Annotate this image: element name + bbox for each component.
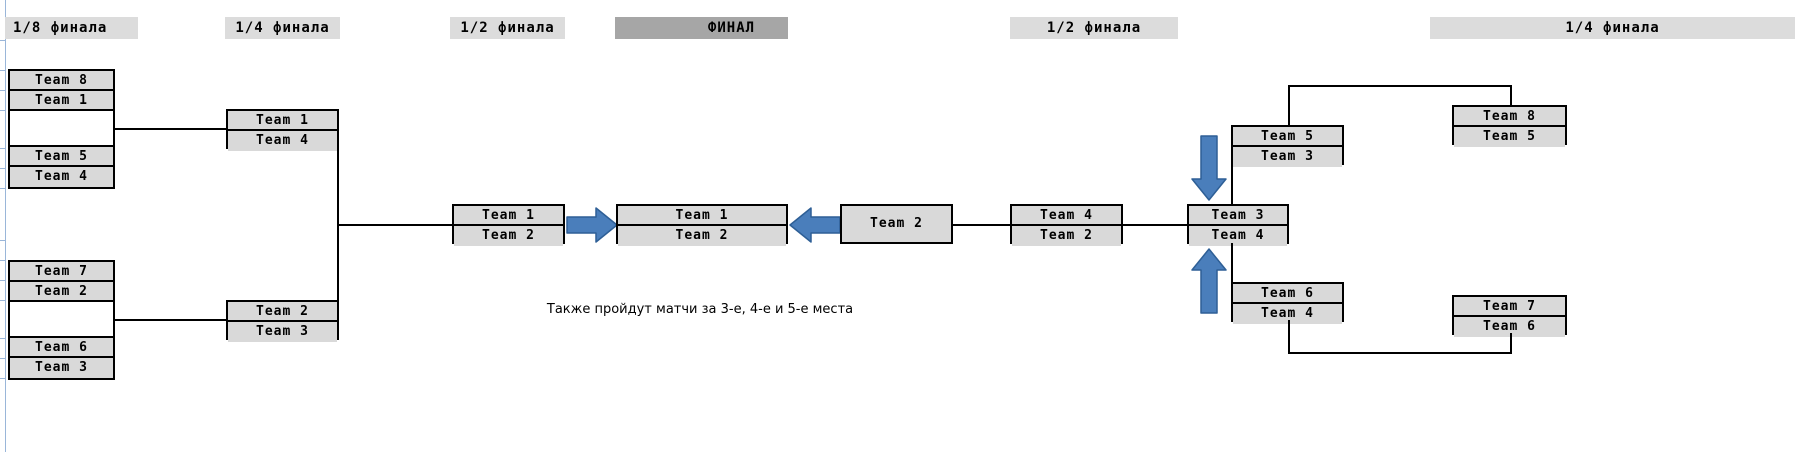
team-slot: Team 8 <box>10 71 113 91</box>
team-slot: Team 6 <box>10 338 113 358</box>
team-slot-empty <box>10 111 113 147</box>
connector-lower-arm-right-riser <box>1510 333 1512 353</box>
team-slot: Team 5 <box>10 147 113 167</box>
team-slot: Team 2 <box>1012 226 1121 246</box>
team-slot: Team 2 <box>618 226 786 246</box>
match-final[interactable]: Team 1 Team 2 <box>616 204 788 246</box>
match-right-quarter-lower[interactable]: Team 6 Team 4 <box>1231 282 1344 324</box>
match-right-edge-upper[interactable]: Team 8 Team 5 <box>1452 105 1567 147</box>
match-left-half[interactable]: Team 1 Team 2 <box>452 204 565 246</box>
team-slot: Team 4 <box>1012 206 1121 226</box>
team-slot: Team 1 <box>618 206 786 226</box>
match-left-eighth-top[interactable]: Team 8 Team 1 Team 5 Team 4 <box>8 69 115 189</box>
round-header-quarter-left: 1/4 финала <box>225 17 340 39</box>
round-header-half-left: 1/2 финала <box>450 17 565 39</box>
team-slot: Team 3 <box>10 358 113 378</box>
match-right-quarter-upper[interactable]: Team 5 Team 3 <box>1231 125 1344 167</box>
arrow-down-to-center <box>1190 135 1228 201</box>
round-header-half-right: 1/2 финала <box>1010 17 1178 39</box>
arrow-left-to-final <box>789 206 841 244</box>
team-slot: Team 4 <box>1189 226 1287 246</box>
team-slot: Team 6 <box>1454 317 1565 337</box>
team-slot-empty <box>10 302 113 338</box>
playoff-note-caption: Также пройдут матчи за 3-е, 4-е и 5-е ме… <box>546 302 854 317</box>
connector-lower-arm-span <box>1288 352 1512 354</box>
team-slot: Team 1 <box>228 111 337 131</box>
team-slot: Team 2 <box>10 282 113 302</box>
match-right-half[interactable]: Team 4 Team 2 <box>1010 204 1123 246</box>
match-left-quarter-bottom[interactable]: Team 2 Team 3 <box>226 300 339 342</box>
team-slot: Team 8 <box>1454 107 1565 127</box>
round-header-quarter-right: 1/4 финала <box>1430 17 1795 39</box>
team-slot: Team 3 <box>1189 206 1287 226</box>
team-slot: Team 6 <box>1233 284 1342 304</box>
team-slot: Team 4 <box>228 131 337 151</box>
connector-right-half-to-center <box>1121 224 1187 226</box>
team-slot: Team 1 <box>454 206 563 226</box>
match-left-quarter-top[interactable]: Team 1 Team 4 <box>226 109 339 151</box>
team-slot: Team 1 <box>10 91 113 111</box>
team-slot: Team 2 <box>228 302 337 322</box>
connector-lower-arm-left-riser <box>1288 320 1290 353</box>
connector-eighth-bottom-to-quarter <box>113 319 227 321</box>
connector-left-quarter-to-half <box>337 224 452 226</box>
team-slot: Team 5 <box>1454 127 1565 147</box>
connector-upper-arm-right-riser <box>1510 85 1512 107</box>
connector-final-feed-to-right-half <box>951 224 1011 226</box>
match-right-center[interactable]: Team 3 Team 4 <box>1187 204 1289 246</box>
arrow-up-to-center <box>1190 248 1228 314</box>
connector-center-up-spine <box>1231 165 1233 205</box>
team-slot: Team 4 <box>1233 304 1342 324</box>
connector-upper-arm-left-riser <box>1288 85 1290 127</box>
team-slot: Team 7 <box>10 262 113 282</box>
connector-upper-arm-span <box>1288 85 1512 87</box>
match-final-right-feed[interactable]: Team 2 <box>840 204 953 244</box>
team-slot: Team 7 <box>1454 297 1565 317</box>
team-slot: Team 5 <box>1233 127 1342 147</box>
team-slot: Team 3 <box>228 322 337 342</box>
team-slot: Team 3 <box>1233 147 1342 167</box>
spreadsheet-gutter <box>0 0 6 452</box>
match-left-eighth-bottom[interactable]: Team 7 Team 2 Team 6 Team 3 <box>8 260 115 380</box>
connector-eighth-top-to-quarter <box>113 128 227 130</box>
team-slot: Team 2 <box>454 226 563 246</box>
arrow-right-to-final <box>566 206 618 244</box>
round-header-eighth-left: 1/8 финала <box>5 17 138 39</box>
team-slot: Team 2 <box>842 206 951 242</box>
match-right-edge-lower[interactable]: Team 7 Team 6 <box>1452 295 1567 337</box>
connector-center-down-spine <box>1231 243 1233 283</box>
team-slot: Team 4 <box>10 167 113 187</box>
round-header-final: ФИНАЛ <box>615 17 788 39</box>
